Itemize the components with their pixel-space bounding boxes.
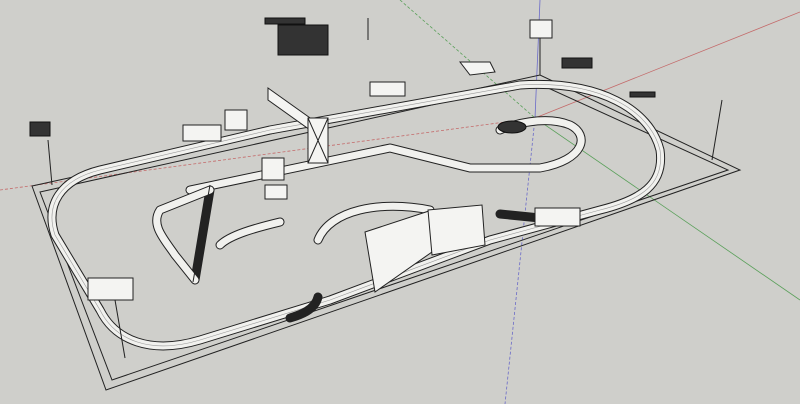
seat-row-detached xyxy=(264,17,306,25)
seat-block-right xyxy=(561,57,593,69)
red-axis xyxy=(534,11,800,119)
triangle-divider xyxy=(192,184,211,283)
right-track-piece xyxy=(495,209,545,223)
outer-track xyxy=(47,79,666,351)
scenery-objects xyxy=(182,17,656,293)
race-car xyxy=(497,120,527,134)
booth xyxy=(264,184,288,200)
pit-building-right xyxy=(427,204,486,256)
billboard-small xyxy=(224,109,248,131)
light-pole-bottom-sign xyxy=(87,277,134,301)
seat-row-right xyxy=(629,91,656,98)
bottom-track-end xyxy=(285,292,323,323)
billboard-left xyxy=(182,124,222,142)
light-pole-left-sign xyxy=(29,121,51,137)
gantry-small xyxy=(261,157,285,181)
light-pole-right xyxy=(711,99,723,161)
light-poles xyxy=(29,18,723,359)
light-pole-top-sign xyxy=(529,19,553,39)
building-back xyxy=(458,61,496,76)
base-plate-inner xyxy=(39,81,730,381)
grandstand-detached xyxy=(277,24,329,56)
grandstand-right xyxy=(534,207,581,227)
billboard-back xyxy=(369,81,406,97)
